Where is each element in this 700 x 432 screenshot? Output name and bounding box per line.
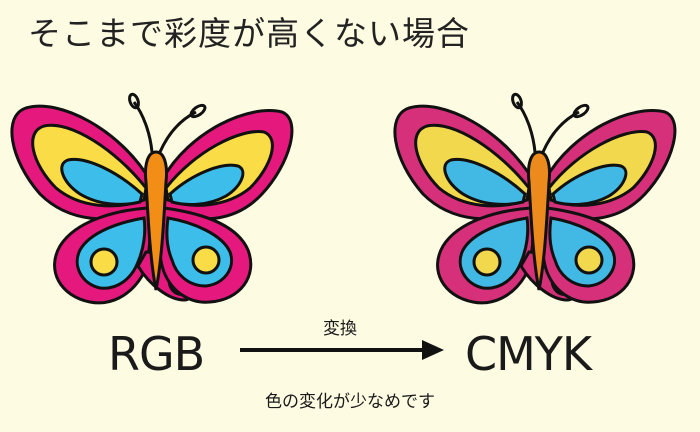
upper-right-wing xyxy=(543,109,677,221)
rgb-label: RGB xyxy=(108,327,205,381)
caption-note: 色の変化が少なめです xyxy=(265,392,435,412)
page-title: そこまで彩度が高くない場合 xyxy=(28,14,470,53)
butterfly-body xyxy=(527,150,551,291)
upper-left-wing xyxy=(10,104,152,221)
antenna-left xyxy=(128,92,207,153)
lower-right-wing xyxy=(541,206,636,304)
antenna-right xyxy=(511,92,590,153)
butterfly-body xyxy=(144,150,168,291)
conversion-label: 変換 xyxy=(323,319,357,339)
upper-left-wing xyxy=(393,104,535,221)
butterfly-cmyk-illustration xyxy=(393,92,677,305)
arrow-right-icon xyxy=(240,340,444,360)
upper-right-wing xyxy=(160,109,294,221)
lower-right-wing xyxy=(158,206,253,304)
butterfly-rgb-illustration xyxy=(10,92,294,305)
conversion-arrow: 変換 xyxy=(240,312,450,372)
cmyk-label: CMYK xyxy=(465,327,592,381)
